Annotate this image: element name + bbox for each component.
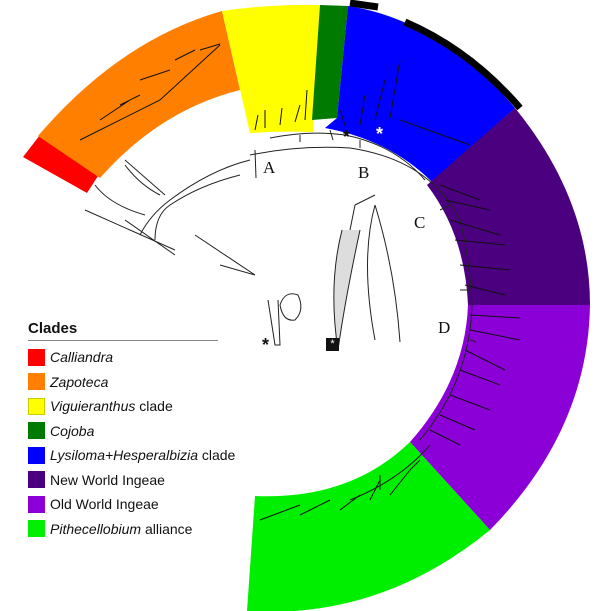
legend-suffix: clade: [135, 398, 173, 415]
annotation-bar-1: [349, 0, 379, 11]
tree-terminals: [79, 43, 521, 521]
black-asterisk-marker: *: [343, 127, 351, 147]
swatch-calliandra: [28, 348, 45, 366]
clades-legend: Clades Calliandra Zapoteca Viguieranthus…: [28, 320, 235, 542]
sector-viguieranthus: [222, 4, 320, 133]
sector-zapoteca: [38, 11, 240, 178]
legend-suffix: clade: [197, 447, 236, 464]
swatch-cojoba: [28, 422, 45, 440]
legend-label: Calliandra: [50, 349, 114, 366]
node-label-b: B: [358, 163, 370, 182]
sector-pithecellobium: [247, 442, 490, 611]
legend-item-lysiloma-hesperalbizia: Lysiloma+Hesperalbizia clade: [28, 443, 235, 468]
swatch-new-world-ingeae: [28, 471, 45, 489]
legend-item-zapoteca: Zapoteca: [28, 370, 223, 395]
swatch-viguieranthus: [28, 397, 45, 415]
sector-new-world-ingeae: [427, 108, 590, 305]
tree-backbone: [84, 129, 477, 501]
legend-label: Pithecellobium: [50, 520, 142, 537]
legend-item-old-world-ingeae: Old World Ingeae: [28, 492, 223, 517]
node-label-a: A: [263, 158, 276, 177]
swatch-old-world-ingeae: [28, 495, 45, 513]
node-label-d: D: [438, 318, 451, 337]
legend-item-pithecellobium: Pithecellobium alliance: [28, 517, 223, 542]
annotation-bar-2: [403, 18, 523, 111]
boxed-asterisk-marker: *: [326, 338, 339, 351]
sector-cojoba: [312, 5, 348, 120]
sector-calliandra: [23, 135, 98, 193]
legend-item-cojoba: Cojoba: [28, 419, 223, 444]
legend-label: Lysiloma+Hesperalbizia: [50, 447, 198, 464]
swatch-zapoteca: [28, 373, 45, 391]
legend-suffix: New World Ingeae: [50, 471, 165, 488]
flower-illustration: [267, 293, 302, 346]
white-asterisk-marker: *: [376, 124, 384, 144]
swatch-pithecellobium: [28, 520, 45, 538]
flower-asterisk-marker: *: [262, 335, 270, 355]
legend-suffix: Old World Ingeae: [50, 496, 159, 513]
legend-item-calliandra: Calliandra: [28, 345, 223, 370]
node-label-c: C: [414, 213, 426, 232]
legend-suffix: alliance: [141, 520, 193, 537]
sector-old-world-ingeae: [410, 305, 590, 530]
legend-label: Cojoba: [50, 422, 95, 439]
legend-title: Clades: [28, 320, 218, 341]
swatch-lysiloma: [28, 446, 45, 464]
legend-label: Zapoteca: [50, 373, 109, 390]
sector-lysiloma: [325, 6, 515, 182]
legend-label: Viguieranthus: [50, 398, 136, 415]
legend-item-viguieranthus: Viguieranthus clade: [28, 394, 223, 419]
seed-pod-illustration: [333, 194, 401, 351]
legend-item-new-world-ingeae: New World Ingeae: [28, 468, 223, 493]
